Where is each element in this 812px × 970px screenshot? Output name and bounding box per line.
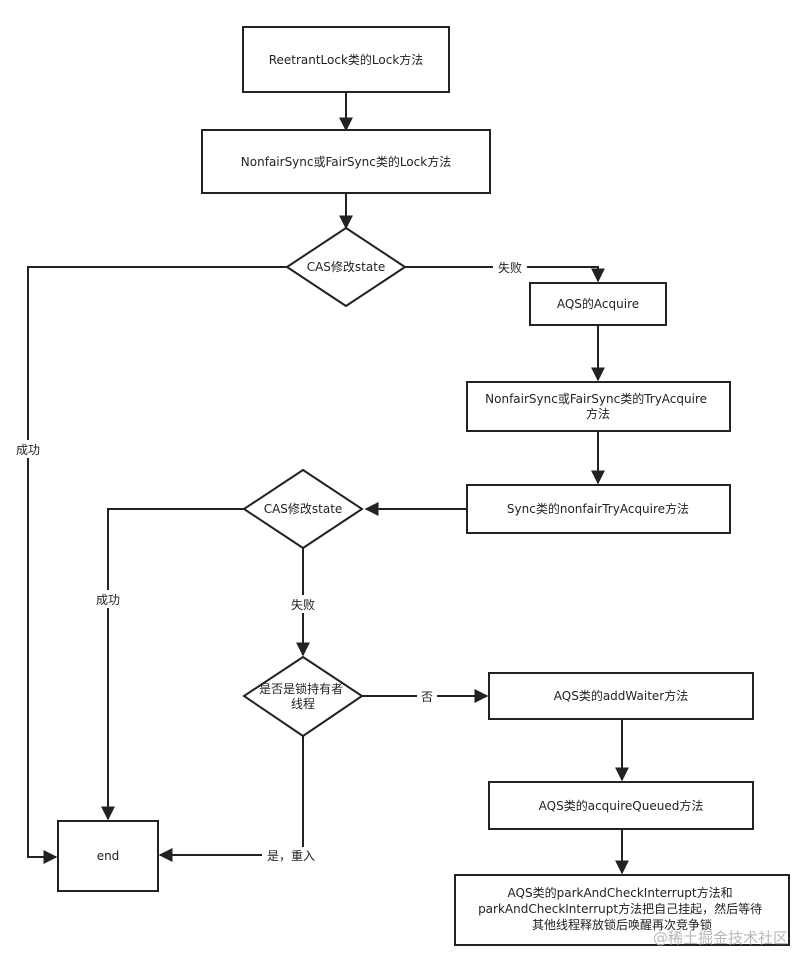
- node-is-owner-text: 是否是锁持有者 线程: [259, 681, 347, 711]
- edge-cas2-success-to-end: [101, 508, 244, 821]
- node-sync-lock: NonfairSync或FairSync类的Lock方法: [201, 129, 491, 194]
- node-cas-2-text: CAS修改state: [264, 501, 343, 516]
- node-park-text: AQS类的parkAndCheckInterrupt方法和 parkAndChe…: [478, 885, 766, 932]
- node-acquire-queued: AQS类的acquireQueued方法: [488, 781, 754, 830]
- label-owner-yes: 是，重入: [267, 849, 315, 863]
- node-park-line-2: parkAndCheckInterrupt方法把自己挂起，然后等待: [478, 901, 762, 916]
- label-cas1-success: 成功: [16, 443, 40, 457]
- node-park-line-1: AQS类的parkAndCheckInterrupt方法和: [508, 885, 733, 900]
- node-end-text: end: [97, 849, 120, 863]
- node-cas-2: CAS修改state: [242, 468, 364, 550]
- label-cas1-fail: 失败: [498, 260, 522, 275]
- node-park-line-3: 其他线程释放锁后唤醒再次竞争锁: [532, 917, 712, 932]
- node-aqs-acquire-text: AQS的Acquire: [557, 296, 639, 311]
- node-is-owner-line-2: 线程: [291, 696, 315, 711]
- node-try-acquire-line-2: 方法: [586, 406, 610, 421]
- node-park: AQS类的parkAndCheckInterrupt方法和 parkAndChe…: [454, 874, 790, 946]
- node-add-waiter-text: AQS类的addWaiter方法: [554, 688, 688, 703]
- edges: [27, 92, 629, 875]
- node-try-acquire-text: NonfairSync或FairSync类的TryAcquire 方法: [485, 391, 711, 421]
- node-add-waiter: AQS类的addWaiter方法: [488, 672, 754, 720]
- node-try-acquire: NonfairSync或FairSync类的TryAcquire 方法: [466, 381, 731, 432]
- node-is-owner-line-1: 是否是锁持有者: [259, 681, 343, 696]
- watermark: @稀土掘金技术社区: [653, 929, 788, 947]
- node-nonfair-try-acquire-text: Sync类的nonfairTryAcquire方法: [507, 501, 689, 516]
- node-end: end: [57, 820, 159, 892]
- node-reentrant-lock-text: ReetrantLock类的Lock方法: [269, 52, 424, 67]
- node-is-owner: 是否是锁持有者 线程: [242, 655, 364, 738]
- label-cas2-fail: 失败: [291, 597, 315, 612]
- edge-cas1-fail-to-aqs: [405, 266, 605, 283]
- edge-cas1-success-to-end: [27, 266, 287, 864]
- label-owner-no: 否: [421, 690, 433, 704]
- node-sync-lock-text: NonfairSync或FairSync类的Lock方法: [241, 154, 451, 169]
- label-cas2-success: 成功: [96, 593, 120, 607]
- node-acquire-queued-text: AQS类的acquireQueued方法: [539, 798, 704, 813]
- node-aqs-acquire: AQS的Acquire: [529, 282, 667, 326]
- node-try-acquire-line-1: NonfairSync或FairSync类的TryAcquire: [485, 391, 707, 406]
- node-cas-1: CAS修改state: [285, 226, 407, 308]
- edge-owner-yes-to-end: [158, 736, 304, 862]
- node-cas-1-text: CAS修改state: [307, 259, 386, 274]
- node-nonfair-try-acquire: Sync类的nonfairTryAcquire方法: [466, 484, 731, 534]
- node-reentrant-lock: ReetrantLock类的Lock方法: [242, 26, 450, 93]
- edge-labels: 失败 成功 成功 失败 否 是，重入: [10, 259, 527, 863]
